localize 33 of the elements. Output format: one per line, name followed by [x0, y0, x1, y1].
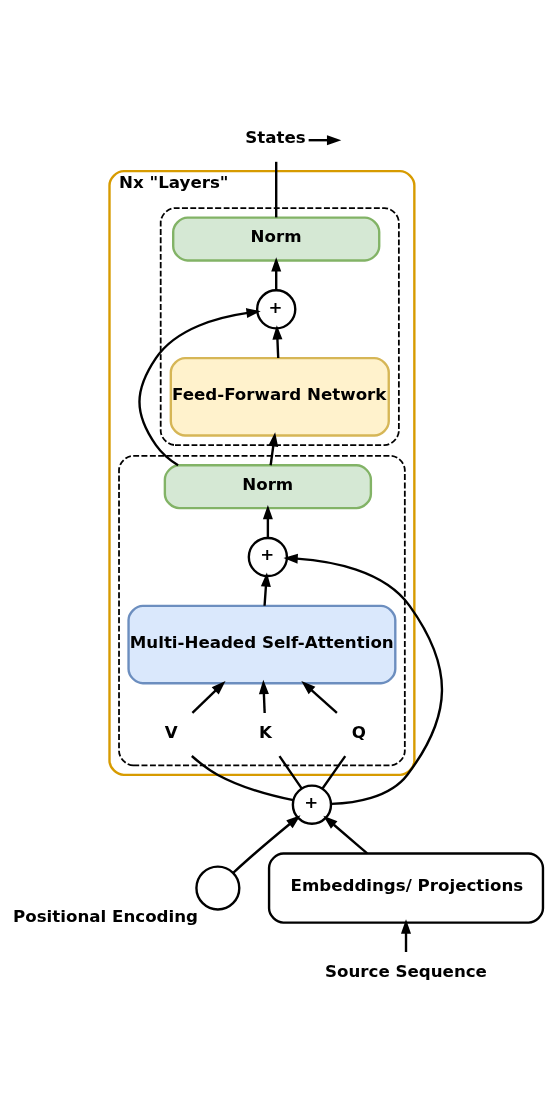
connector [321, 755, 347, 790]
node-circle: + [247, 536, 289, 578]
arrow [191, 680, 226, 714]
node-box: Feed-Forward Network [169, 356, 390, 437]
arrow [308, 135, 342, 146]
cluster [118, 454, 406, 767]
node-label: Positional Encoding [13, 906, 198, 926]
arrow [271, 257, 282, 290]
arrow [323, 815, 368, 855]
node-box: Embeddings/ Projections [267, 852, 545, 924]
node-box: Norm [163, 464, 373, 510]
node-text: V [164, 722, 178, 742]
connector [275, 161, 278, 218]
arrow [401, 919, 412, 952]
arrow [283, 553, 443, 806]
connector [191, 755, 294, 802]
arrow [262, 504, 273, 538]
arrow [301, 681, 338, 714]
node-box: Norm [172, 216, 381, 262]
node-text: Q [351, 722, 367, 742]
connector [278, 755, 303, 790]
node-circle: + [255, 289, 297, 330]
node-text: Source Sequence [325, 962, 487, 982]
arrow [260, 572, 271, 606]
arrow [272, 325, 283, 359]
node-box: Multi-Headed Self-Attention [127, 604, 397, 685]
arrow [258, 679, 269, 713]
arrow [232, 815, 301, 874]
node-circle: + [291, 784, 333, 825]
node-text: States [245, 128, 306, 148]
node-text: K [258, 722, 272, 742]
arrow [268, 432, 279, 466]
node-circle [195, 865, 241, 911]
